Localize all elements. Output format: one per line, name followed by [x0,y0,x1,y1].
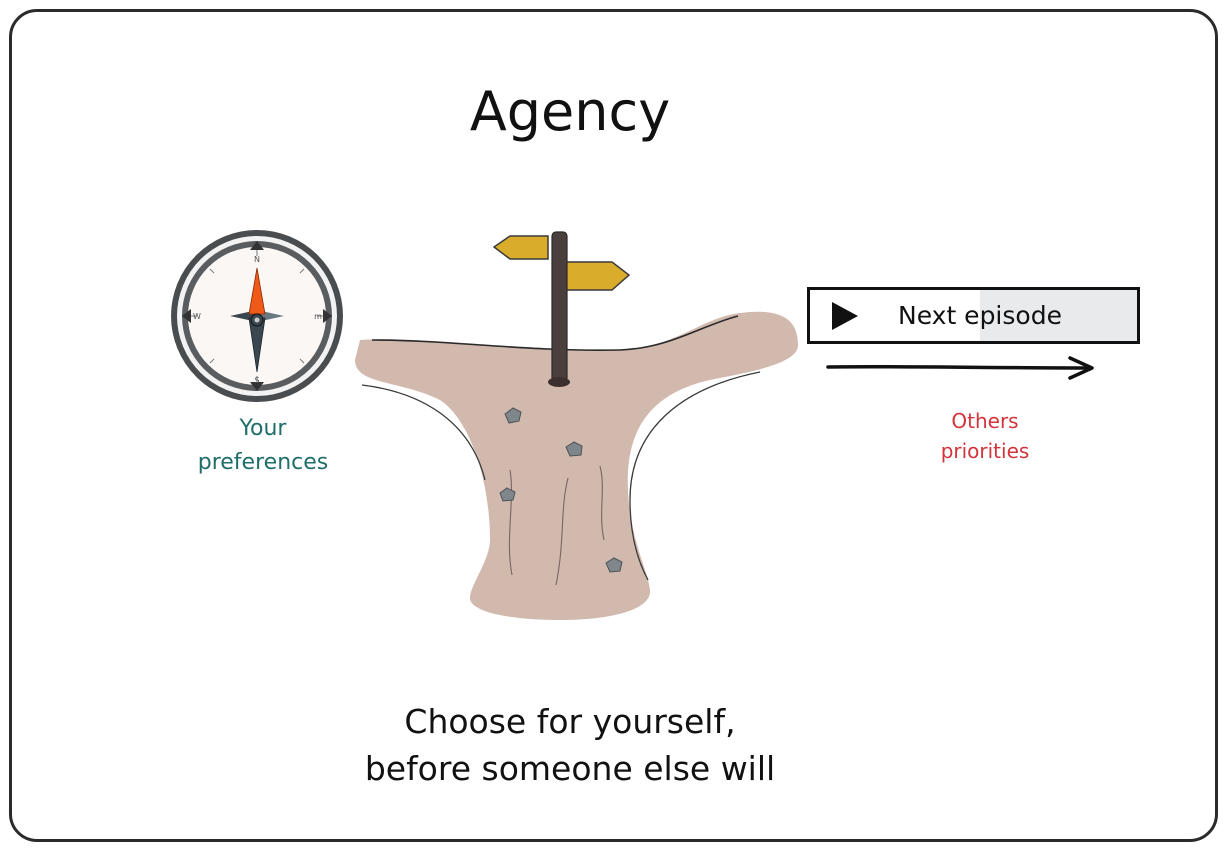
others-priorities-label: Others priorities [905,406,1065,466]
next-episode-label: Next episode [898,301,1062,330]
others-line2: priorities [940,439,1030,463]
compass-e-label: m [314,312,322,321]
signpost-board-left [492,235,549,260]
compass-w-label: W [193,312,201,321]
path-edge-right [629,371,761,581]
signpost-pole [551,231,568,383]
next-episode-button[interactable]: Next episode [807,287,1140,344]
preferences-line2: preferences [197,450,329,475]
pebble [605,557,623,573]
path-crack [555,477,569,586]
path-crack [599,465,605,541]
pebble [504,407,522,424]
caption-line2: before someone else will [364,749,776,788]
path-edge-left [361,384,486,481]
preferences-label: Your preferences [178,412,348,480]
signpost-board-right [565,261,631,291]
play-icon [832,301,858,330]
others-line1: Others [951,409,1019,433]
path-edge-top [371,315,739,352]
compass-n-label: N [254,255,260,264]
path-crack [508,469,513,576]
pebble [499,487,516,502]
caption-line1: Choose for yourself, [404,702,736,741]
diagram-title: Agency [469,80,671,143]
compass-icon: N S W m [171,230,343,402]
signpost-base [548,377,570,387]
compass-s-label: S [254,376,259,385]
pebble [565,441,583,457]
arrow-right-icon [826,356,1094,380]
crossroads-path [355,311,798,620]
preferences-line1: Your [239,416,287,441]
caption: Choose for yourself, before someone else… [300,698,840,792]
